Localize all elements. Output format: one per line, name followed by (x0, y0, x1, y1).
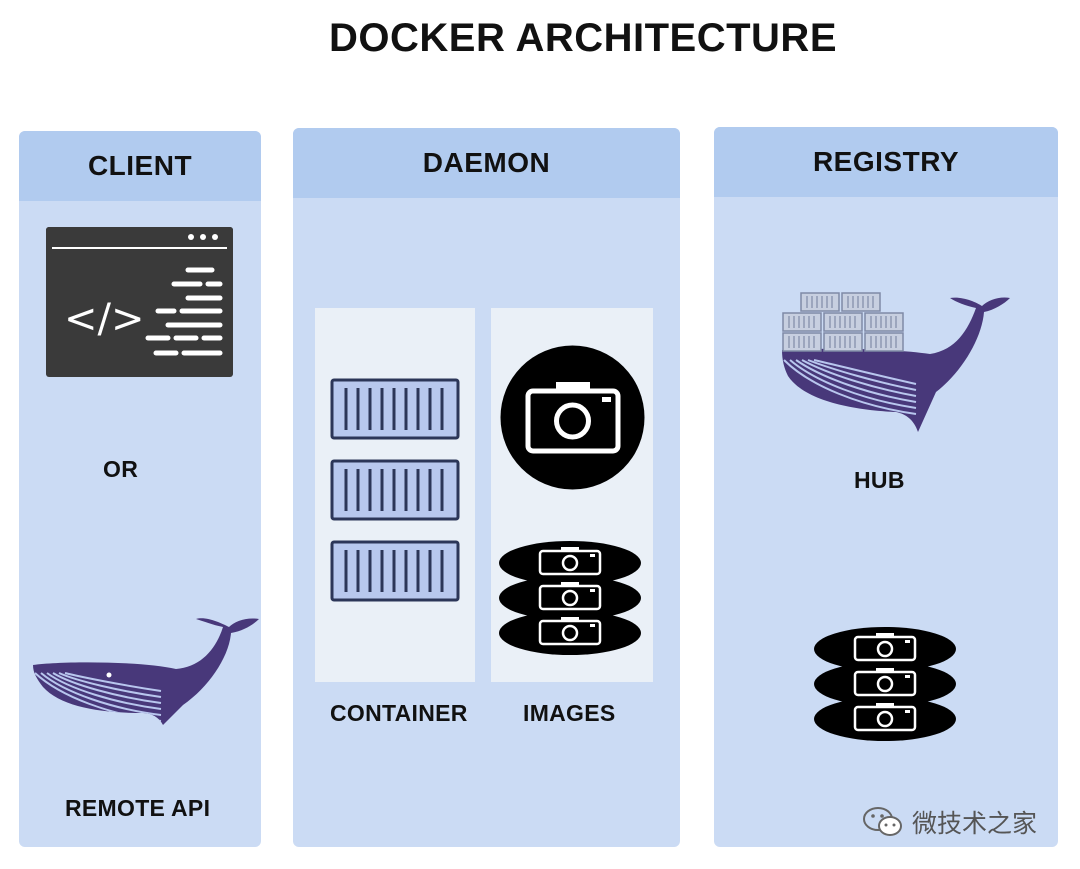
container-column (315, 308, 475, 682)
hub-label: HUB (854, 467, 905, 493)
terminal-code-symbol: </> (64, 296, 145, 342)
daemon-panel: DAEMON CONTAINER IMAGES (293, 128, 680, 847)
image-stack-icon (498, 540, 642, 656)
or-label: OR (103, 456, 139, 482)
shipping-container-icon (330, 378, 460, 440)
watermark: 微技术之家 (862, 804, 1037, 840)
watermark-text: 微技术之家 (912, 809, 1038, 838)
shipping-container-icon (330, 540, 460, 602)
camera-icon (500, 345, 645, 490)
daemon-header: DAEMON (293, 128, 680, 198)
image-stack-icon (813, 626, 957, 742)
images-label: IMAGES (523, 700, 616, 726)
images-column (491, 308, 653, 682)
client-header: CLIENT (19, 131, 261, 201)
shipping-container-icon (330, 459, 460, 521)
container-label: CONTAINER (330, 700, 468, 726)
wechat-icon (863, 807, 902, 836)
client-panel: CLIENT </> OR (19, 131, 261, 847)
registry-header: REGISTRY (714, 127, 1058, 197)
docker-whale-containers-icon (782, 292, 1010, 432)
terminal-window-icon: </> (46, 227, 233, 377)
registry-panel: REGISTRY HUB (714, 127, 1058, 847)
remote-api-label: REMOTE API (65, 795, 211, 821)
diagram-title: DOCKER ARCHITECTURE (328, 16, 837, 60)
docker-whale-icon (33, 618, 259, 725)
